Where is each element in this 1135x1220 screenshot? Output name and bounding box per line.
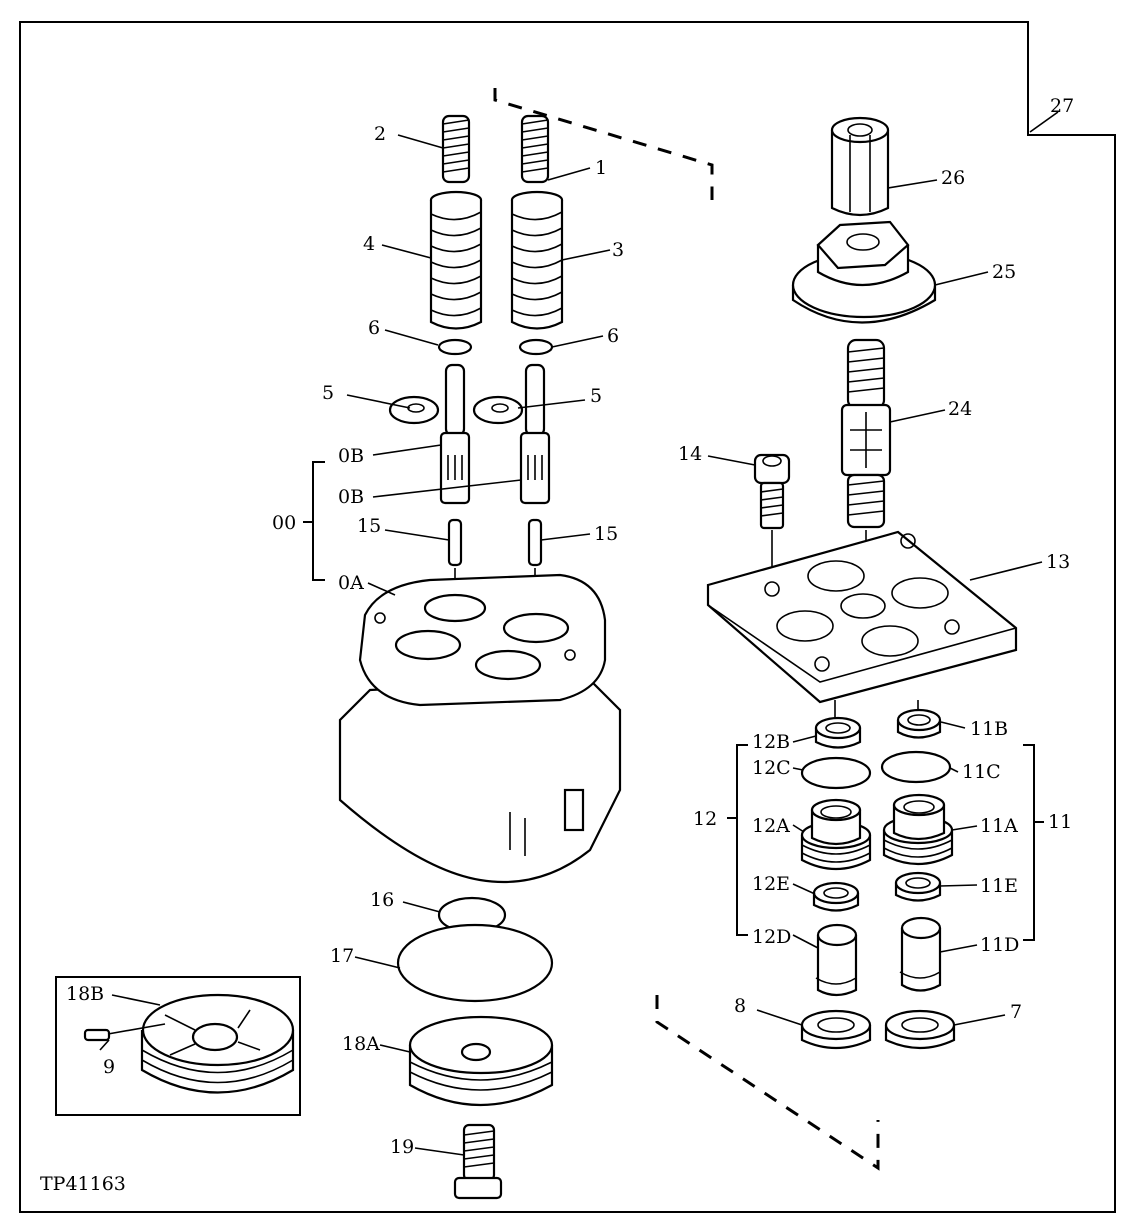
callout-8: 8: [734, 995, 746, 1017]
callout-0B-lower: 0B: [338, 486, 364, 508]
callout-11C: 11C: [962, 761, 1001, 783]
plate-13: [706, 530, 1018, 704]
callout-11E: 11E: [980, 875, 1018, 897]
retainer-5-right: [472, 395, 524, 425]
callout-12A: 12A: [752, 815, 790, 837]
callout-5-right: 5: [590, 385, 602, 407]
bolt-14: [753, 453, 791, 530]
callout-1: 1: [595, 157, 607, 179]
plunger-0B-left: [439, 363, 471, 505]
callout-12E: 12E: [752, 873, 790, 895]
cartridge-12: [800, 716, 872, 997]
callout-12D: 12D: [752, 926, 791, 948]
spring-large-4: [429, 190, 483, 330]
callout-11B: 11B: [970, 718, 1008, 740]
pin-15-left: [447, 518, 463, 567]
frame-border: [19, 21, 1116, 1213]
callout-9: 9: [103, 1056, 115, 1078]
housing-0A: [338, 573, 622, 884]
nut-8: [800, 1009, 872, 1050]
callout-6-left: 6: [368, 317, 380, 339]
plunger-0B-right: [519, 363, 551, 505]
callout-11D: 11D: [980, 934, 1019, 956]
callout-27: 27: [1050, 95, 1074, 117]
callout-7: 7: [1010, 1001, 1022, 1023]
callout-5-left: 5: [322, 382, 334, 404]
callout-24: 24: [948, 398, 972, 420]
bolt-19: [453, 1123, 503, 1200]
callout-12: 12: [693, 808, 717, 830]
callout-15-left: 15: [357, 515, 381, 537]
callout-19: 19: [390, 1136, 414, 1158]
oring-17: [396, 923, 554, 1003]
callout-6-right: 6: [607, 325, 619, 347]
pin-15-right: [527, 518, 543, 567]
callout-17: 17: [330, 945, 354, 967]
callout-14: 14: [678, 443, 702, 465]
dashed-guide-top: [493, 88, 714, 200]
spring-large-3: [510, 190, 564, 330]
washer-6-right: [518, 338, 554, 356]
plug-18A: [408, 1015, 554, 1106]
callout-11: 11: [1048, 811, 1072, 833]
spring-small-2: [441, 114, 471, 184]
callout-16: 16: [370, 889, 394, 911]
callout-11A: 11A: [980, 815, 1018, 837]
retainer-5-left: [388, 395, 440, 425]
callout-0B-upper: 0B: [338, 445, 364, 467]
callout-12B: 12B: [752, 731, 790, 753]
callout-18A: 18A: [342, 1033, 380, 1055]
callout-0A: 0A: [338, 572, 364, 594]
callout-15-right: 15: [594, 523, 618, 545]
callout-26: 26: [941, 167, 965, 189]
spring-small-1: [520, 114, 550, 184]
figure-id: TP41163: [40, 1173, 126, 1195]
valve-24: [840, 338, 892, 529]
callout-4: 4: [363, 233, 375, 255]
cartridge-11: [880, 708, 954, 992]
fitting-26: [830, 116, 890, 217]
callout-18B: 18B: [66, 983, 104, 1005]
flange-nut-25: [791, 220, 937, 324]
callout-12C: 12C: [752, 757, 791, 779]
callout-3: 3: [612, 239, 624, 261]
washer-6-left: [437, 338, 473, 356]
leader-lines: [99, 111, 1059, 1156]
callout-00: 00: [272, 512, 296, 534]
nut-7: [884, 1009, 956, 1050]
callout-25: 25: [992, 261, 1016, 283]
dashed-guide-bottom: [655, 995, 880, 1171]
callout-13: 13: [1046, 551, 1070, 573]
inset-18B: [55, 976, 301, 1116]
bracket-12: [727, 744, 748, 936]
callout-2: 2: [374, 123, 386, 145]
bracket-11: [1023, 744, 1044, 941]
bracket-00: [303, 461, 325, 581]
